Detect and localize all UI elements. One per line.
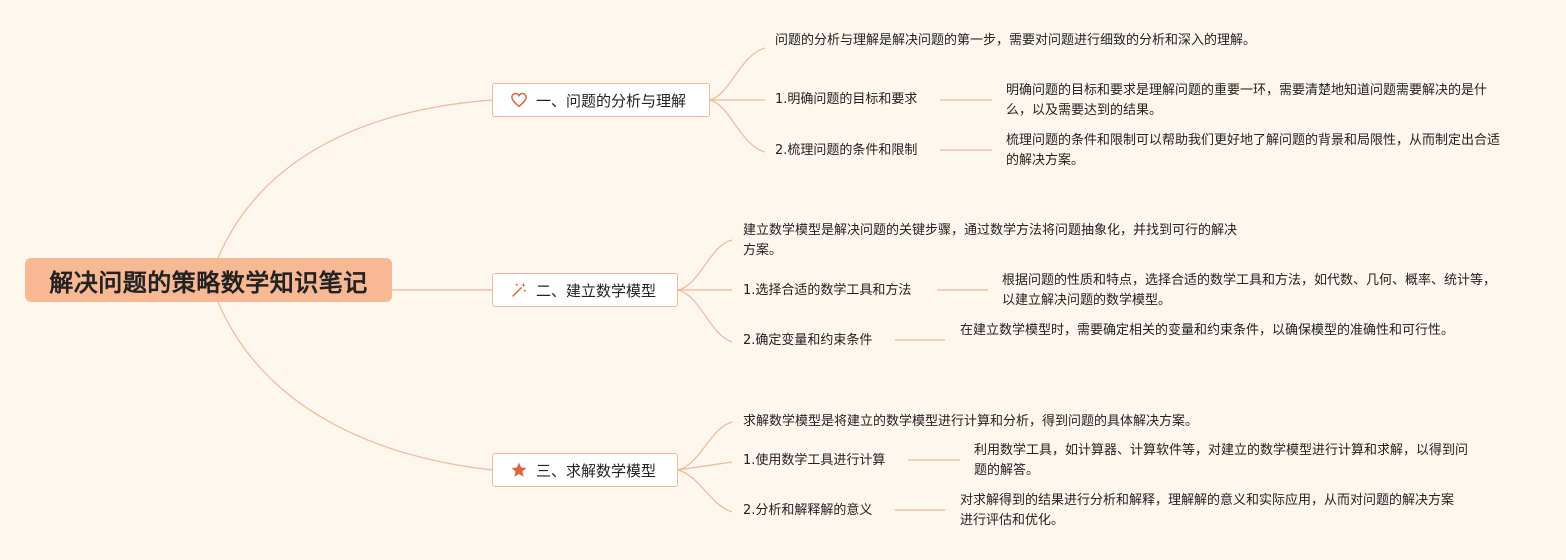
- branch-2-summary: 建立数学模型是解决问题的关键步骤，通过数学方法将问题抽象化，并找到可行的解决方案…: [743, 223, 1238, 258]
- branch-title-1: 一、问题的分析与理解: [536, 91, 687, 110]
- connector-b2-summary: [677, 239, 733, 291]
- magic-wand-icon: [510, 281, 528, 299]
- connector-b3-item2: [677, 469, 733, 513]
- branch-1-item-2-label[interactable]: 2.梳理问题的条件和限制: [775, 143, 918, 158]
- branch-node-3[interactable]: 三、求解数学模型: [492, 453, 678, 487]
- connector-b1-summary: [709, 47, 766, 101]
- branch-node-2[interactable]: 二、建立数学模型: [492, 273, 678, 307]
- branch-1-summary: 问题的分析与理解是解决问题的第一步，需要对问题进行细致的分析和深入的理解。: [775, 33, 1257, 48]
- connector-b2-item2: [677, 289, 733, 343]
- branch-3-item-2-label[interactable]: 2.分析和解释解的意义: [743, 503, 873, 518]
- branch-2-item-2-label[interactable]: 2.确定变量和约束条件: [743, 333, 873, 348]
- star-icon: [510, 461, 528, 479]
- branch-3-item-2-detail: 对求解得到的结果进行分析和解释，理解解的意义和实际应用，从而对问题的解决方案进行…: [960, 493, 1455, 528]
- connector-root-branch-3: [217, 301, 493, 471]
- branch-3-item-1-label[interactable]: 1.使用数学工具进行计算: [743, 453, 886, 468]
- branch-1-item-1-label[interactable]: 1.明确问题的目标和要求: [775, 92, 918, 107]
- branch-node-1[interactable]: 一、问题的分析与理解: [492, 83, 710, 117]
- heart-icon: [510, 91, 528, 109]
- branch-3-summary: 求解数学模型是将建立的数学模型进行计算和分析，得到问题的具体解决方案。: [743, 414, 1199, 429]
- branch-3-item-1-detail: 利用数学工具，如计算器、计算软件等，对建立的数学模型进行计算和求解，以得到问题的…: [974, 443, 1469, 478]
- branch-1-item-1-detail: 明确问题的目标和要求是理解问题的重要一环，需要清楚地知道问题需要解决的是什么，以…: [1006, 83, 1488, 118]
- branch-title-2: 二、建立数学模型: [536, 281, 657, 300]
- connector-root-branch-1: [217, 99, 493, 259]
- connector-b1-item2: [709, 99, 766, 153]
- root-title: 解决问题的策略数学知识笔记: [49, 268, 368, 297]
- branch-1-item-2-detail: 梳理问题的条件和限制可以帮助我们更好地了解问题的背景和局限性，从而制定出合适的解…: [1006, 133, 1501, 168]
- root-node[interactable]: 解决问题的策略数学知识笔记: [25, 258, 392, 302]
- branch-title-3: 三、求解数学模型: [536, 461, 657, 480]
- branch-2-item-1-detail: 根据问题的性质和特点，选择合适的数学工具和方法，如代数、几何、概率、统计等，以建…: [1002, 273, 1497, 308]
- connector-b3-summary: [677, 421, 733, 471]
- branch-2-item-1-label[interactable]: 1.选择合适的数学工具和方法: [743, 283, 912, 298]
- connector-b3-item1: [677, 461, 733, 471]
- branch-2-item-2-detail: 在建立数学模型时，需要确定相关的变量和约束条件，以确保模型的准确性和可行性。: [960, 323, 1455, 338]
